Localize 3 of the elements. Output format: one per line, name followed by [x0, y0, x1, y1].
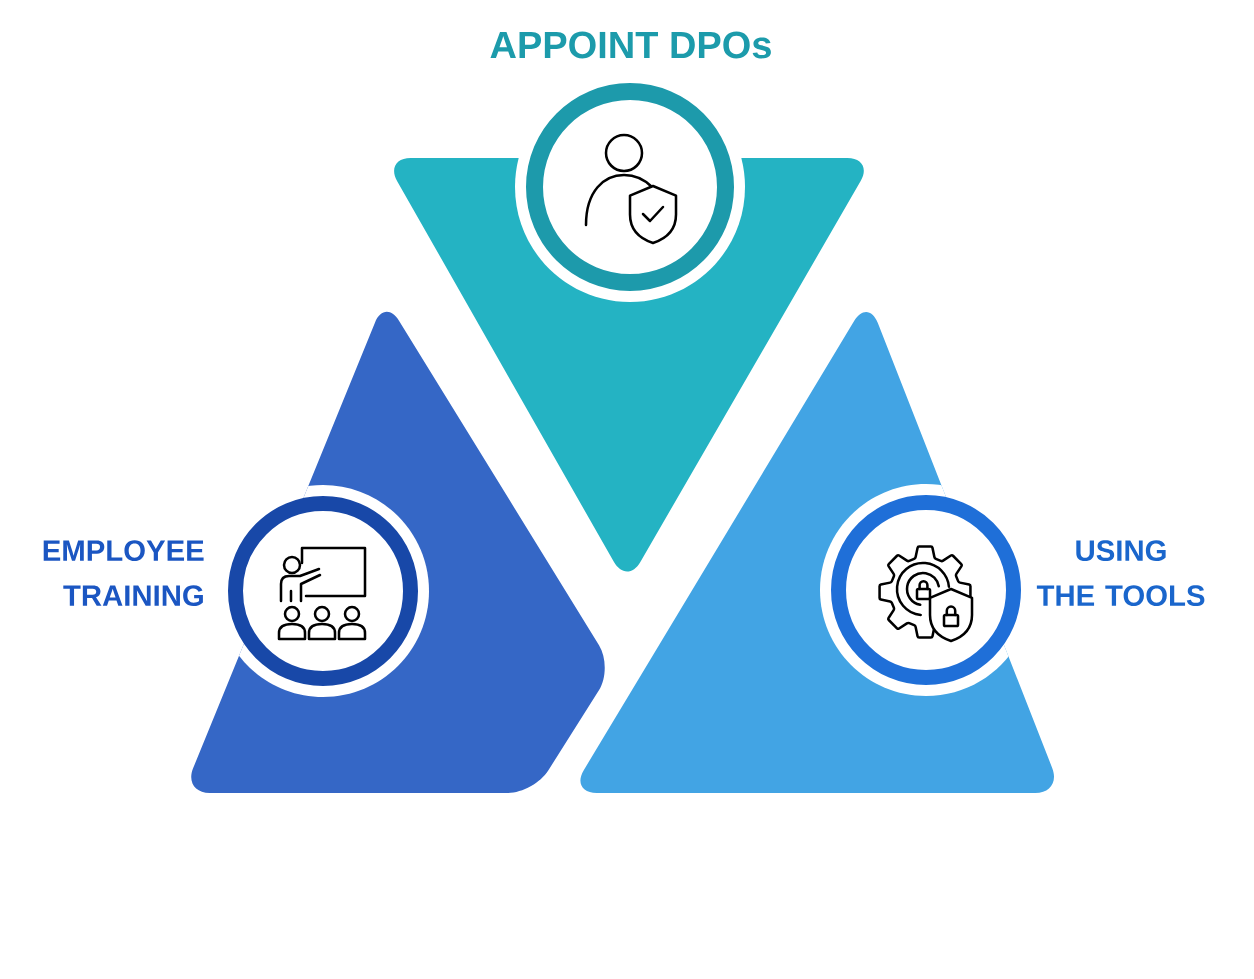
heading: EMPLOYEE TRAINING [43, 540, 204, 607]
heading: APPOINT DPOs [490, 31, 771, 59]
heading: USING THE TOOLS [1036, 540, 1205, 607]
